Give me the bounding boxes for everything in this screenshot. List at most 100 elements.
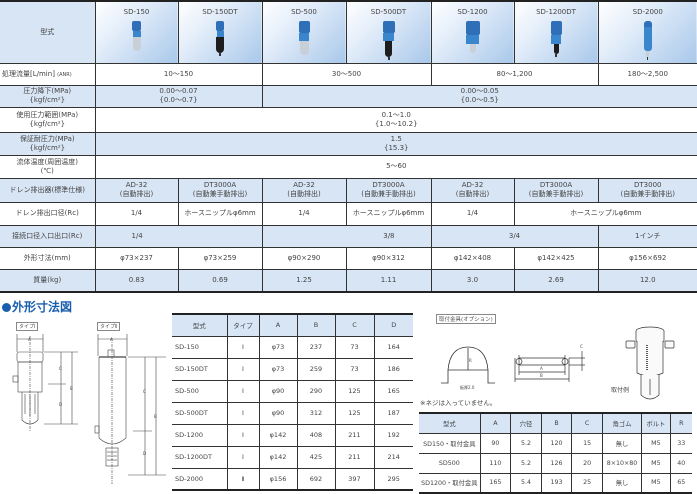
svg-text:B: B [154,414,157,419]
type2-label: タイプⅡ [97,322,121,331]
bracket-drawings-svg: R 板厚2.0 A B C [441,326,675,400]
product-image-sd1200dt [517,20,596,57]
svg-text:板厚2.0: 板厚2.0 [460,384,475,390]
spec-table: 型式 SD-150 SD-150DT SD-500 [0,0,697,293]
cell-mass: 2.69 [513,269,598,293]
model-cell-sd500dt: SD-500DT [345,1,431,64]
model-cell-sd500: SD-500 [261,1,346,64]
cell-connection: 3/4 [430,225,598,248]
row-connection: 接続口径入口出口(Rc) 1/4 3/8 3/4 1インチ [0,225,697,248]
row-label-drain-port: ドレン排出口径(Rc) [0,202,95,226]
cell-dimensions: φ73×237 [94,247,178,270]
row-label-fluid-temp: 流体温度(周囲温度)(℃) [0,155,95,179]
cell-pressure-drop: 0.00〜0.05{0.0〜0.5} [261,85,697,108]
mount-example-drawing [625,326,675,400]
cell-drain-device: AD-32(自動排出) [261,178,346,203]
cell-drain-device: DT3000A(自動兼手動排出) [345,178,431,203]
product-image-sd500dt [349,20,429,60]
cell-drain-port: ホースニップルφ6mm [513,202,697,226]
type1-label: タイプⅠ [16,322,39,331]
cell-flow: 30〜500 [261,63,431,86]
model-name: SD-1200DT [536,8,576,16]
cell-drain-device: DT3000A(自動兼手動排出) [513,178,598,203]
cell-dimensions: φ90×312 [345,247,431,270]
outline-section-title: 外形寸法図 [2,298,72,315]
model-name: SD-1200 [457,8,488,16]
product-image-sd150dt [181,20,260,56]
cell-flow: 10〜150 [94,63,262,86]
product-image-sd150 [98,20,176,51]
svg-text:A: A [28,337,31,342]
cell-dimensions: φ142×408 [430,247,514,270]
bracket-side-drawing [441,346,495,384]
svg-text:C: C [143,389,146,394]
model-cell-sd150: SD-150 [94,1,178,64]
model-header-row: 型式 SD-150 SD-150DT SD-500 [0,1,697,64]
cell-fluid-temp: 5〜60 [94,155,697,179]
cell-mass: 1.11 [345,269,431,293]
dims-header-row: 型式 タイプ A B C D [172,314,413,337]
cell-flow: 80〜1,200 [430,63,598,86]
type2-drawing [94,334,166,484]
model-cell-sd150dt: SD-150DT [177,1,262,64]
model-name: SD-150DT [202,8,238,16]
cell-mass: 0.69 [177,269,262,293]
cell-connection: 1/4 [94,225,262,248]
cell-drain-port: 1/4 [430,202,514,226]
row-label-connection: 接続口径入口出口(Rc) [0,225,95,248]
cell-connection: 1インチ [597,225,697,248]
row-drain-device: ドレン排出器(標準仕様) AD-32(自動排出) DT3000A(自動兼手動排出… [0,178,697,203]
cell-drain-device: DT3000A(自動兼手動排出) [177,178,262,203]
row-working-pressure: 使用圧力範囲(MPa){kgf/cm²} 0.1〜1.0{1.0〜10.2} [0,107,697,133]
row-mass: 質量(kg) 0.83 0.69 1.25 1.11 3.0 2.69 12.0 [0,269,697,293]
product-image-sd500 [265,20,344,55]
product-image-sd1200 [434,20,512,53]
cell-drain-device: AD-32(自動排出) [94,178,178,203]
row-flow: 処理流量[L/min] (ANR) 10〜150 30〜500 80〜1,200… [0,63,697,86]
cell-drain-port: ホースニップルφ6mm [177,202,262,226]
svg-text:C: C [580,344,583,349]
cell-working-pressure: 0.1〜1.0{1.0〜10.2} [94,107,697,133]
screw-note: ※ネジは入っていません。 [420,399,497,407]
svg-text:B: B [540,373,543,378]
model-name: SD-500 [291,8,317,16]
row-dimensions: 外形寸法(mm) φ73×237 φ73×259 φ90×290 φ90×312… [0,247,697,270]
row-pressure-drop: 圧力降下(MPa){kgf/cm²} 0.00〜0.07{0.0〜0.7} 0.… [0,85,697,108]
model-name: SD-150 [123,8,150,16]
svg-text:D: D [59,402,62,407]
row-drain-port: ドレン排出口径(Rc) 1/4 ホースニップルφ6mm 1/4 ホースニップルφ… [0,202,697,226]
cell-dimensions: φ156×692 [597,247,697,270]
row-proof-pressure: 保証耐圧力(MPa){kgf/cm²} 1.5{15.3} [0,132,697,156]
model-cell-sd1200: SD-1200 [430,1,514,64]
svg-text:C: C [59,366,62,371]
cell-mass: 12.0 [597,269,697,293]
row-label-mass: 質量(kg) [0,269,95,293]
model-label: 型式 [0,1,95,64]
row-label-proof-pressure: 保証耐圧力(MPa){kgf/cm²} [0,132,95,156]
row-label-drain-device: ドレン排出器(標準仕様) [0,178,95,203]
cell-dimensions: φ142×425 [513,247,598,270]
row-label-dimensions: 外形寸法(mm) [0,247,95,270]
svg-text:A: A [110,337,113,342]
product-image-sd2000 [601,20,696,60]
cell-mass: 0.83 [94,269,178,293]
model-name: SD-500DT [370,8,407,16]
bracket-option-label: 取付金具(オプション) [436,314,496,324]
row-label-flow: 処理流量[L/min] (ANR) [0,63,95,86]
cell-drain-port: 1/4 [94,202,178,226]
cell-connection: 3/8 [261,225,431,248]
cell-proof-pressure: 1.5{15.3} [94,132,697,156]
svg-text:D: D [143,451,146,456]
